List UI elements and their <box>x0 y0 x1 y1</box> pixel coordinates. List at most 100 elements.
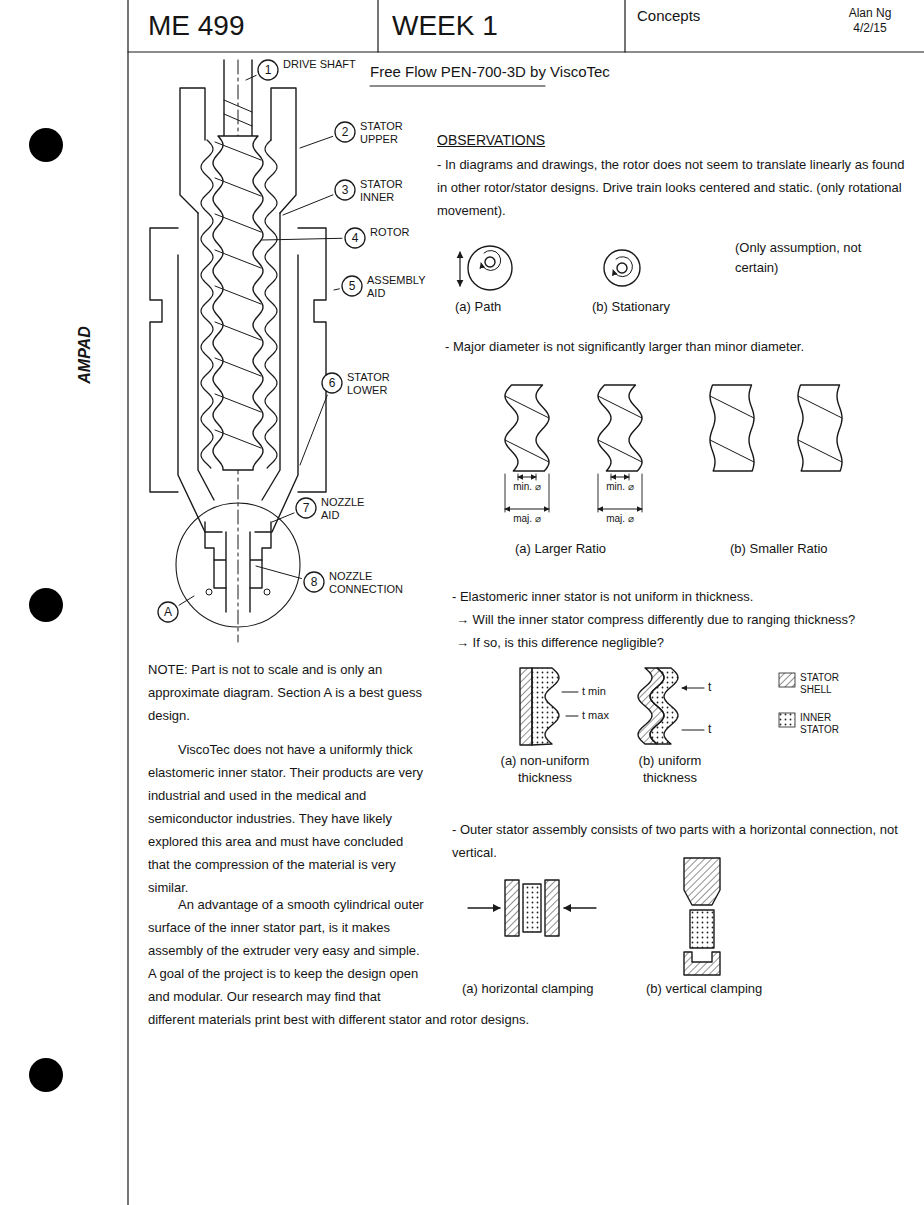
callout-bubble: 2STATOR UPPER <box>334 121 356 143</box>
note-text: An advantage of a smooth cylindrical out… <box>148 893 913 1031</box>
sketch-caption: (a) horizontal clamping <box>462 980 594 998</box>
inner-stator <box>650 668 678 744</box>
o-ring <box>264 589 270 595</box>
callout-circle-outline <box>345 228 365 248</box>
o-ring <box>206 589 212 595</box>
screw-profile <box>598 385 642 471</box>
binder-hole <box>29 128 63 162</box>
dimension-line <box>518 477 536 478</box>
dimension-label: min. ⌀ <box>505 481 549 493</box>
legend-swatch <box>779 713 795 727</box>
note-text: NOTE: Part is not to scale and is only a… <box>148 658 423 727</box>
screw-helix <box>798 396 842 462</box>
callout-circle-outline <box>158 602 178 622</box>
callout-circle-outline <box>342 276 362 296</box>
extension-line <box>598 474 642 512</box>
dimension-line <box>611 477 629 478</box>
extension-line <box>505 474 549 512</box>
sketch-caption: (a) Path <box>455 298 501 316</box>
section-a-outline <box>176 503 300 627</box>
callout-circle-outline <box>258 60 278 80</box>
rotor-dot <box>485 257 495 267</box>
section-heading: OBSERVATIONS <box>437 130 545 150</box>
thickness-label: t max <box>582 708 609 722</box>
note-text: An advantage of a smooth cylindrical out… <box>148 897 529 1027</box>
thickness-leader <box>682 688 704 730</box>
callout-bubble: 6STATOR LOWER <box>321 372 343 394</box>
thickness-label: t <box>708 680 711 695</box>
clamp-arrow <box>564 907 596 908</box>
thickness-label: t <box>708 722 711 737</box>
observation-text: - Major diameter is not significantly la… <box>445 335 915 358</box>
wrap-spacer <box>428 893 913 1008</box>
callout-bubble: 5ASSEMBLY AID <box>341 275 363 297</box>
callout-bubble: 8NOZZLE CONNECTION <box>303 571 325 593</box>
stationary-circle <box>604 250 640 286</box>
rotor-helix <box>215 142 261 448</box>
path-circle <box>468 246 512 290</box>
header-divider <box>377 0 378 52</box>
legend-text: INNER STATOR <box>800 712 862 736</box>
callout-number: 8 <box>303 571 325 593</box>
title-underline <box>370 85 545 86</box>
leader-line <box>272 513 294 522</box>
screw-helix <box>505 396 549 462</box>
extruder-section <box>150 60 326 642</box>
screw-helix <box>710 396 754 462</box>
observation-sketches <box>370 86 842 975</box>
thickness-leader <box>562 692 578 716</box>
binder-hole <box>29 588 63 622</box>
part-name: STATOR INNER <box>360 178 422 204</box>
stator-cavity <box>201 140 213 468</box>
callout-number: 5 <box>341 275 363 297</box>
sketch-caption: (b) vertical clamping <box>646 980 762 998</box>
leader-line <box>334 289 339 290</box>
observation-text: - In diagrams and drawings, the rotor do… <box>437 153 912 222</box>
sketch-caption: (a) Larger Ratio <box>515 540 606 558</box>
callout-number: 2 <box>334 121 356 143</box>
legend-sample <box>778 712 796 728</box>
part-name: ASSEMBLY AID <box>367 274 429 300</box>
shaft-thread <box>224 100 252 126</box>
callout-circle-outline <box>335 180 355 200</box>
legend-entry: INNER STATOR <box>778 712 864 738</box>
callout-bubble: 7NOZZLE AID <box>295 497 317 519</box>
callout-circle-outline <box>322 373 342 393</box>
dimension-line <box>598 509 642 510</box>
side-note: (Only assumption, not certain) <box>735 238 885 278</box>
inner-stator <box>690 910 714 948</box>
part-name: DRIVE SHAFT <box>283 58 373 71</box>
inner-stator <box>523 884 541 932</box>
callout-number: 3 <box>334 179 356 201</box>
nozzle-connection <box>214 532 262 612</box>
rotor-dot <box>617 263 627 273</box>
legend-text: STATOR SHELL <box>800 672 862 696</box>
question-text: → Will the inner stator compress differe… <box>456 608 855 631</box>
outer-stator-bottom <box>684 952 720 975</box>
drive-shaft <box>224 60 252 140</box>
translation-arrow <box>459 252 460 286</box>
stator-cavity <box>265 140 277 468</box>
callout-number: 4 <box>344 227 366 249</box>
screw-profile <box>505 385 549 471</box>
dimension-label: min. ⌀ <box>598 481 642 493</box>
section-heading: Concepts <box>637 6 700 26</box>
outer-stator-top <box>684 858 720 905</box>
callout-circle-outline <box>335 122 355 142</box>
leader-line <box>256 566 301 579</box>
part-name: ROTOR <box>370 226 432 239</box>
screw-profile <box>710 385 754 471</box>
legend-swatch <box>779 673 795 687</box>
header-divider <box>624 0 625 52</box>
legend-sample <box>778 672 796 688</box>
legend-entry: STATOR SHELL <box>778 672 864 698</box>
leader-line <box>283 195 333 215</box>
author-date: Alan Ng 4/2/15 <box>835 6 905 36</box>
callout-circle-outline <box>296 498 316 518</box>
thickness-label: t min <box>582 684 606 698</box>
part-name: STATOR UPPER <box>360 120 422 146</box>
assembly-aid <box>298 228 326 492</box>
header-rule <box>128 51 924 52</box>
binder-hole <box>29 1058 63 1092</box>
callout-bubble: 4ROTOR <box>344 227 366 249</box>
